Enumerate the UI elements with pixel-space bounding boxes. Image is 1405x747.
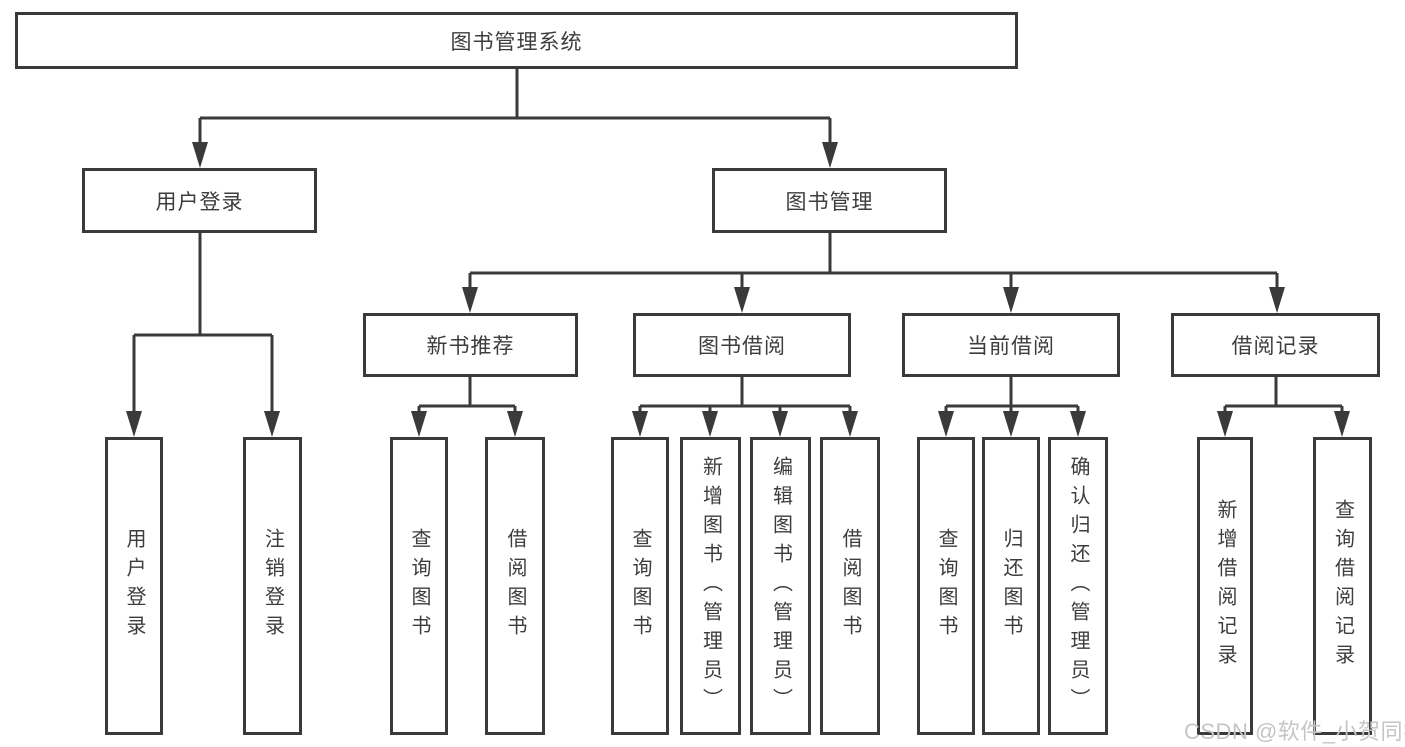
leaf-add-borrow-record-label: 新增借阅记录 <box>1214 499 1236 673</box>
node-root: 图书管理系统 <box>15 12 1018 69</box>
leaf-logout: 注销登录 <box>243 437 302 735</box>
leaf-borrow-books-label: 借阅图书 <box>839 528 861 644</box>
leaf-query-books-recommend: 查询图书 <box>390 437 448 735</box>
leaf-edit-book-admin-label: 编辑图书（管理员） <box>769 455 792 717</box>
leaf-add-book-admin: 新增图书（管理员） <box>680 437 741 735</box>
arrowheads <box>126 142 1350 437</box>
node-current-borrow: 当前借阅 <box>902 313 1120 377</box>
node-user-login-label: 用户登录 <box>155 190 244 214</box>
node-user-login: 用户登录 <box>82 168 317 233</box>
leaf-confirm-return-admin-label: 确认归还（管理员） <box>1067 455 1089 717</box>
leaf-query-borrow-record: 查询借阅记录 <box>1313 437 1372 735</box>
node-new-book-recommend: 新书推荐 <box>363 313 578 377</box>
leaf-logout-label: 注销登录 <box>261 528 284 644</box>
node-book-management: 图书管理 <box>712 168 947 233</box>
leaf-query-books-current-label: 查询图书 <box>935 528 957 644</box>
leaf-borrow-books: 借阅图书 <box>820 437 880 735</box>
node-root-label: 图书管理系统 <box>450 30 583 54</box>
leaf-edit-book-admin: 编辑图书（管理员） <box>750 437 811 735</box>
node-new-book-recommend-label: 新书推荐 <box>426 335 515 358</box>
node-current-borrow-label: 当前借阅 <box>967 335 1055 358</box>
leaf-query-borrow-record-label: 查询借阅记录 <box>1331 499 1354 673</box>
leaf-user-login-label: 用户登录 <box>123 528 145 644</box>
leaf-query-books-current: 查询图书 <box>917 437 975 735</box>
node-borrow-records-label: 借阅记录 <box>1231 335 1320 358</box>
node-book-borrow: 图书借阅 <box>633 313 851 377</box>
leaf-user-login: 用户登录 <box>105 437 163 735</box>
node-book-management-label: 图书管理 <box>785 190 874 214</box>
leaf-query-books-borrow: 查询图书 <box>611 437 669 735</box>
leaf-borrow-books-recommend-label: 借阅图书 <box>504 528 526 644</box>
node-book-borrow-label: 图书借阅 <box>698 335 786 358</box>
leaf-add-book-admin-label: 新增图书（管理员） <box>699 455 722 717</box>
leaf-return-book: 归还图书 <box>982 437 1040 735</box>
leaf-query-books-recommend-label: 查询图书 <box>408 528 430 644</box>
leaf-confirm-return-admin: 确认归还（管理员） <box>1048 437 1108 735</box>
node-borrow-records: 借阅记录 <box>1171 313 1380 377</box>
leaf-query-books-borrow-label: 查询图书 <box>629 528 651 644</box>
leaf-add-borrow-record: 新增借阅记录 <box>1197 437 1253 735</box>
leaf-return-book-label: 归还图书 <box>1000 528 1022 644</box>
csdn-watermark: CSDN @软件_小贺同学 <box>1184 719 1405 744</box>
leaf-borrow-books-recommend: 借阅图书 <box>485 437 545 735</box>
